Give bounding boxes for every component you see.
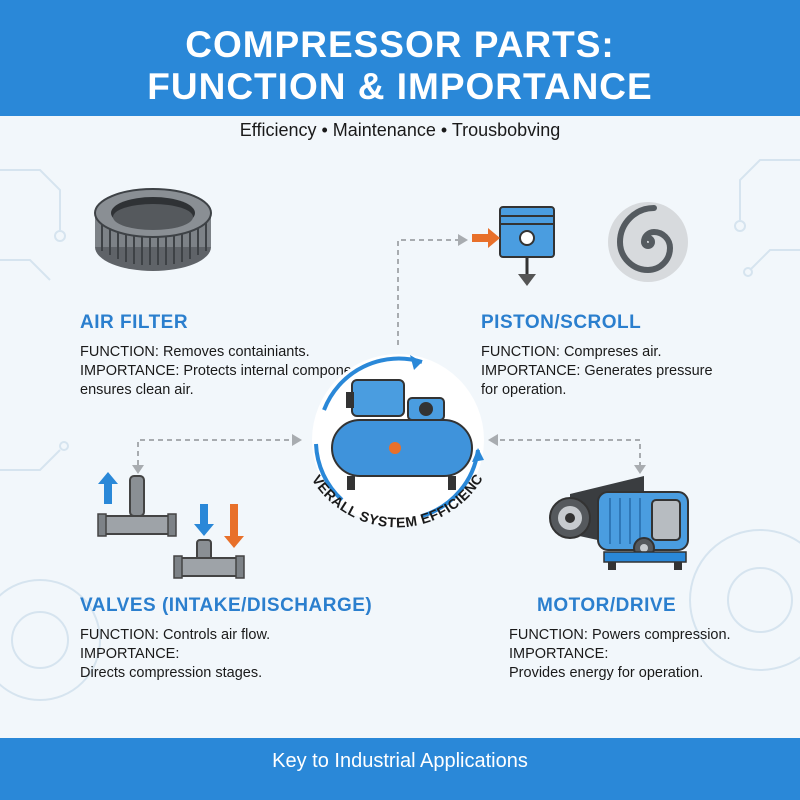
system-efficiency-label: OVERALL SYSTEM EFFICIENCY [286, 427, 485, 530]
footer-text: Key to Industrial Applications [272, 750, 528, 772]
page-subtitle: Efficiency • Maintenance • Trousbobving [239, 120, 561, 140]
motor-drive-importance: IMPORTANCE: [509, 646, 609, 662]
page-title-line-1: COMPRESSOR PARTS: [185, 24, 615, 65]
svg-text:OVERALL SYSTEM EFFICIENCY: OVERALL SYSTEM EFFICIENCY [286, 427, 486, 530]
piston-scroll-title: PISTON/SCROLL [481, 312, 642, 333]
connector-arrowhead [458, 234, 468, 246]
piston-scroll-importance-cont: for operation. [481, 382, 567, 398]
air-filter-importance-cont: ensures clean air. [80, 382, 194, 398]
piston-scroll-importance: IMPORTANCE: Generates pressure [481, 363, 713, 379]
air-filter-icon [94, 188, 212, 271]
air-filter-description: FUNCTION: Removes containiants. IMPORTAN… [80, 343, 371, 400]
connector-arrowhead [132, 465, 144, 474]
air-filter-function: FUNCTION: Removes containiants. [80, 344, 310, 360]
connector-arrowhead [634, 465, 646, 474]
air-filter-importance: IMPORTANCE: Protects internal components [80, 363, 372, 379]
valves-title: VALVES (INTAKE/DISCHARGE) [80, 595, 373, 616]
motor-icon [549, 476, 689, 570]
motor-drive-description: FUNCTION: Powers compression. IMPORTANCE… [509, 626, 731, 683]
motor-drive-title: MOTOR/DRIVE [537, 595, 677, 616]
piston-icon [472, 206, 555, 286]
air-filter-title: AIR FILTER [80, 312, 189, 333]
valves-icon [97, 472, 245, 579]
piston-scroll-description: FUNCTION: Compreses air. IMPORTANCE: Gen… [481, 343, 713, 400]
footer-banner: Key to Industrial Applications [0, 738, 800, 800]
page-title-line-2: FUNCTION & IMPORTANCE [147, 66, 653, 107]
motor-drive-importance-cont: Provides energy for operation. [509, 665, 704, 681]
header-banner: COMPRESSOR PARTS: FUNCTION & IMPORTANCE [0, 0, 800, 116]
compressor-icon [312, 354, 484, 526]
valves-description: FUNCTION: Controls air flow. IMPORTANCE:… [80, 626, 270, 683]
motor-drive-function: FUNCTION: Powers compression. [509, 627, 731, 643]
system-efficiency-text: OVERALL SYSTEM EFFICIENCY [286, 427, 485, 530]
valves-importance: IMPORTANCE: [80, 646, 180, 662]
connector-arrowhead [292, 434, 302, 446]
scroll-icon [608, 202, 688, 282]
connector-arrowhead [488, 434, 498, 446]
valves-function: FUNCTION: Controls air flow. [80, 627, 271, 643]
valves-importance-cont: Directs compression stages. [80, 665, 263, 681]
piston-scroll-function: FUNCTION: Compreses air. [481, 344, 662, 360]
